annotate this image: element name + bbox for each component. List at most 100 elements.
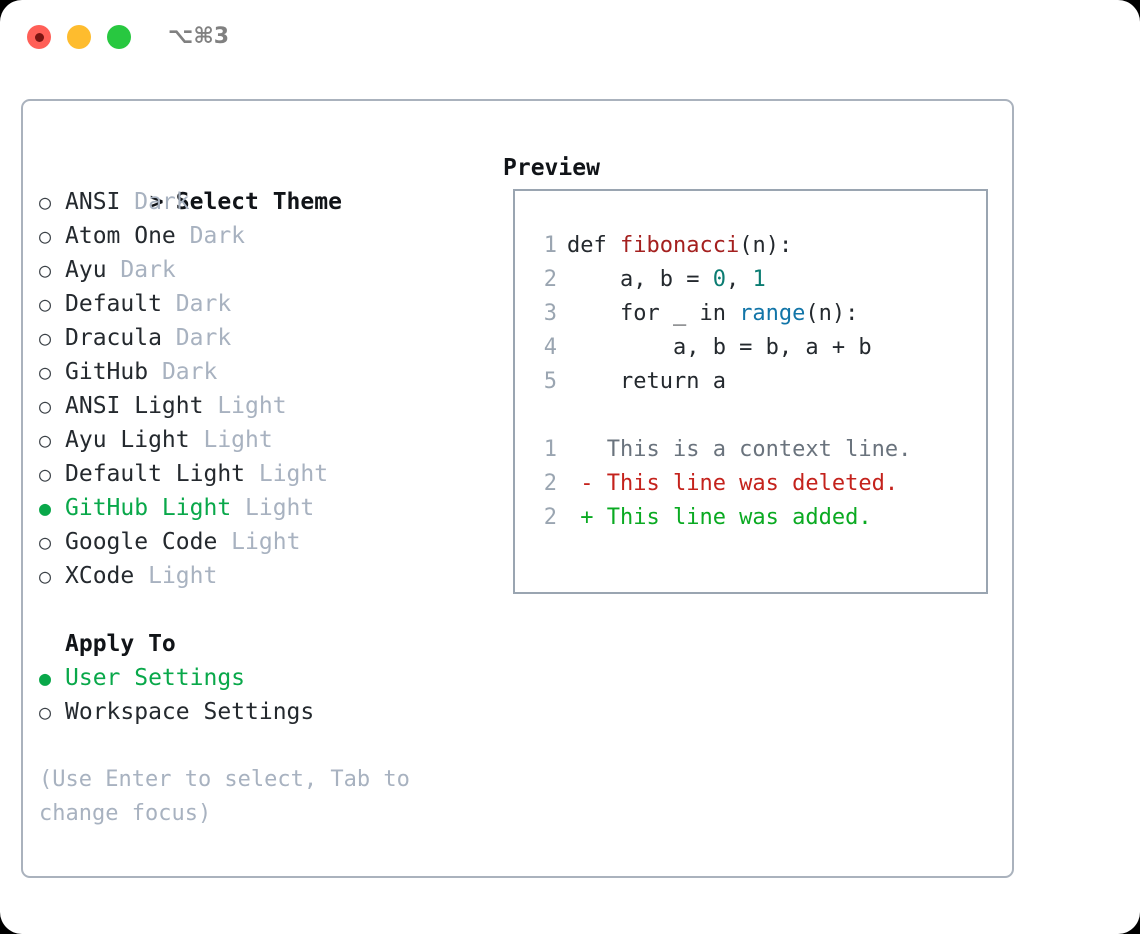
theme-name-label: Google Code	[65, 529, 218, 555]
radio-unselected-icon: ○	[39, 224, 52, 248]
theme-list-item[interactable]: ○ Dracula Dark	[39, 321, 489, 355]
preview-spacer	[515, 399, 986, 433]
apply-to-list: ●User Settings ○ Workspace Settings	[39, 661, 489, 729]
theme-name-label: XCode	[65, 563, 135, 589]
code-token-call: range	[739, 301, 806, 326]
theme-name-label: GitHub Light	[65, 495, 232, 521]
line-number: 4	[543, 335, 557, 360]
code-line: 2 a, b = 0, 1	[515, 263, 986, 297]
theme-variant-tag: Light	[245, 461, 329, 487]
theme-variant-tag: Dark	[161, 291, 232, 317]
theme-list-item[interactable]: ○ Default Dark	[39, 287, 489, 321]
radio-selected-icon: ●	[39, 496, 52, 520]
theme-name-label: Dracula	[65, 325, 162, 351]
theme-name-label: GitHub	[65, 359, 149, 385]
code-token-plain: for _ in	[567, 301, 740, 326]
radio-unselected-icon: ○	[39, 700, 52, 724]
radio-unselected-icon: ○	[39, 326, 52, 350]
close-icon	[34, 32, 44, 42]
code-line: 4 a, b = b, a + b	[515, 331, 986, 365]
apply-to-label: User Settings	[65, 665, 246, 691]
code-token-plain: def	[567, 233, 620, 258]
code-token-plain: return a	[567, 369, 726, 394]
code-line: 3 for _ in range(n):	[515, 297, 986, 331]
code-token-num: 1	[752, 267, 766, 292]
theme-list-item[interactable]: ○ANSI Light Light	[39, 389, 489, 423]
code-line: 5 return a	[515, 365, 986, 399]
theme-list-item[interactable]: ○ Atom One Dark	[39, 219, 489, 253]
maximize-button[interactable]	[107, 25, 131, 49]
theme-name-label: ANSI Light	[65, 393, 204, 419]
close-button[interactable]	[27, 25, 51, 49]
traffic-light-group	[27, 25, 131, 49]
theme-selector-column: >Select Theme ○ ANSI Dark ○ Atom One Dark ○ A…	[39, 151, 489, 831]
theme-list-item[interactable]: ● GitHub Light Light	[39, 491, 489, 525]
line-number: 1	[543, 437, 557, 462]
radio-unselected-icon: ○	[39, 360, 52, 384]
theme-name-label: Atom One	[65, 223, 176, 249]
apply-to-label: Workspace Settings	[65, 699, 315, 725]
code-token-plain: (n):	[805, 301, 859, 326]
diff-text-ctx: This is a context line.	[567, 437, 912, 462]
theme-name-label: Default	[65, 291, 162, 317]
theme-list-item[interactable]: ○ Google Code Light	[39, 525, 489, 559]
theme-variant-tag: Dark	[161, 325, 232, 351]
code-line: 1 def fibonacci(n):	[515, 229, 986, 263]
theme-list-item[interactable]: ○ Default Light Light	[39, 457, 489, 491]
line-number: 5	[543, 369, 557, 394]
radio-unselected-icon: ○	[39, 428, 52, 452]
code-token-plain: (n):	[739, 233, 793, 258]
radio-unselected-icon: ○	[39, 394, 52, 418]
theme-variant-tag: Dark	[175, 223, 246, 249]
diff-text-del: - This line was deleted.	[567, 471, 899, 496]
code-token-func: fibonacci	[619, 233, 740, 258]
theme-list-item[interactable]: ○ Ayu Light Light	[39, 423, 489, 457]
minimize-button[interactable]	[67, 25, 91, 49]
line-number: 3	[543, 301, 557, 326]
keyboard-shortcut-label: ⌥⌘3	[168, 24, 230, 49]
theme-name-label: ANSI	[65, 189, 121, 215]
keyboard-hint-text: (Use Enter to select, Tab to change focu…	[39, 767, 410, 826]
theme-list-item[interactable]: ○ GitHub Dark	[39, 355, 489, 389]
title-bar: ⌥⌘3	[0, 0, 1140, 78]
theme-list-item[interactable]: ○ ANSI Dark	[39, 185, 489, 219]
theme-variant-tag: Light	[189, 427, 273, 453]
radio-unselected-icon: ○	[39, 530, 52, 554]
theme-name-label: Default Light	[65, 461, 246, 487]
theme-name-label: Ayu Light	[65, 427, 190, 453]
apply-to-item[interactable]: ●User Settings	[39, 661, 489, 695]
preview-header: Preview	[503, 155, 600, 181]
theme-variant-tag: Dark	[148, 359, 218, 385]
diff-line: 1 This is a context line.	[515, 433, 986, 467]
theme-list: ○ ANSI Dark ○ Atom One Dark ○ Ayu Dark ○ Defaul…	[39, 185, 489, 593]
radio-unselected-icon: ○	[39, 462, 52, 486]
diff-line: 2 + This line was added.	[515, 501, 986, 535]
apply-to-item[interactable]: ○ Workspace Settings	[39, 695, 489, 729]
theme-variant-tag: Dark	[120, 189, 190, 215]
code-token-num: 0	[712, 267, 726, 292]
diff-sample: 1 This is a context line. 2 - This line w…	[515, 433, 986, 535]
radio-unselected-icon: ○	[39, 190, 52, 214]
line-number: 2	[543, 267, 557, 292]
diff-text-add: + This line was added.	[567, 505, 872, 530]
theme-variant-tag: Light	[217, 529, 301, 555]
line-number: 2	[543, 471, 557, 496]
line-number: 1	[543, 233, 557, 258]
theme-list-item[interactable]: ○XCode Light	[39, 559, 489, 593]
theme-variant-tag: Dark	[106, 257, 176, 283]
theme-variant-tag: Light	[231, 495, 315, 521]
prompt-caret-icon: >	[149, 189, 164, 215]
radio-unselected-icon: ○	[39, 258, 52, 282]
radio-unselected-icon: ○	[39, 292, 52, 316]
code-token-plain: a, b =	[567, 267, 713, 292]
theme-name-label: Ayu	[65, 257, 107, 283]
select-theme-header: >Select Theme	[39, 151, 489, 215]
theme-list-item[interactable]: ○ Ayu Dark	[39, 253, 489, 287]
list-spacer	[39, 593, 489, 627]
theme-variant-tag: Light	[134, 563, 218, 589]
apply-to-header: Apply To	[65, 631, 176, 657]
